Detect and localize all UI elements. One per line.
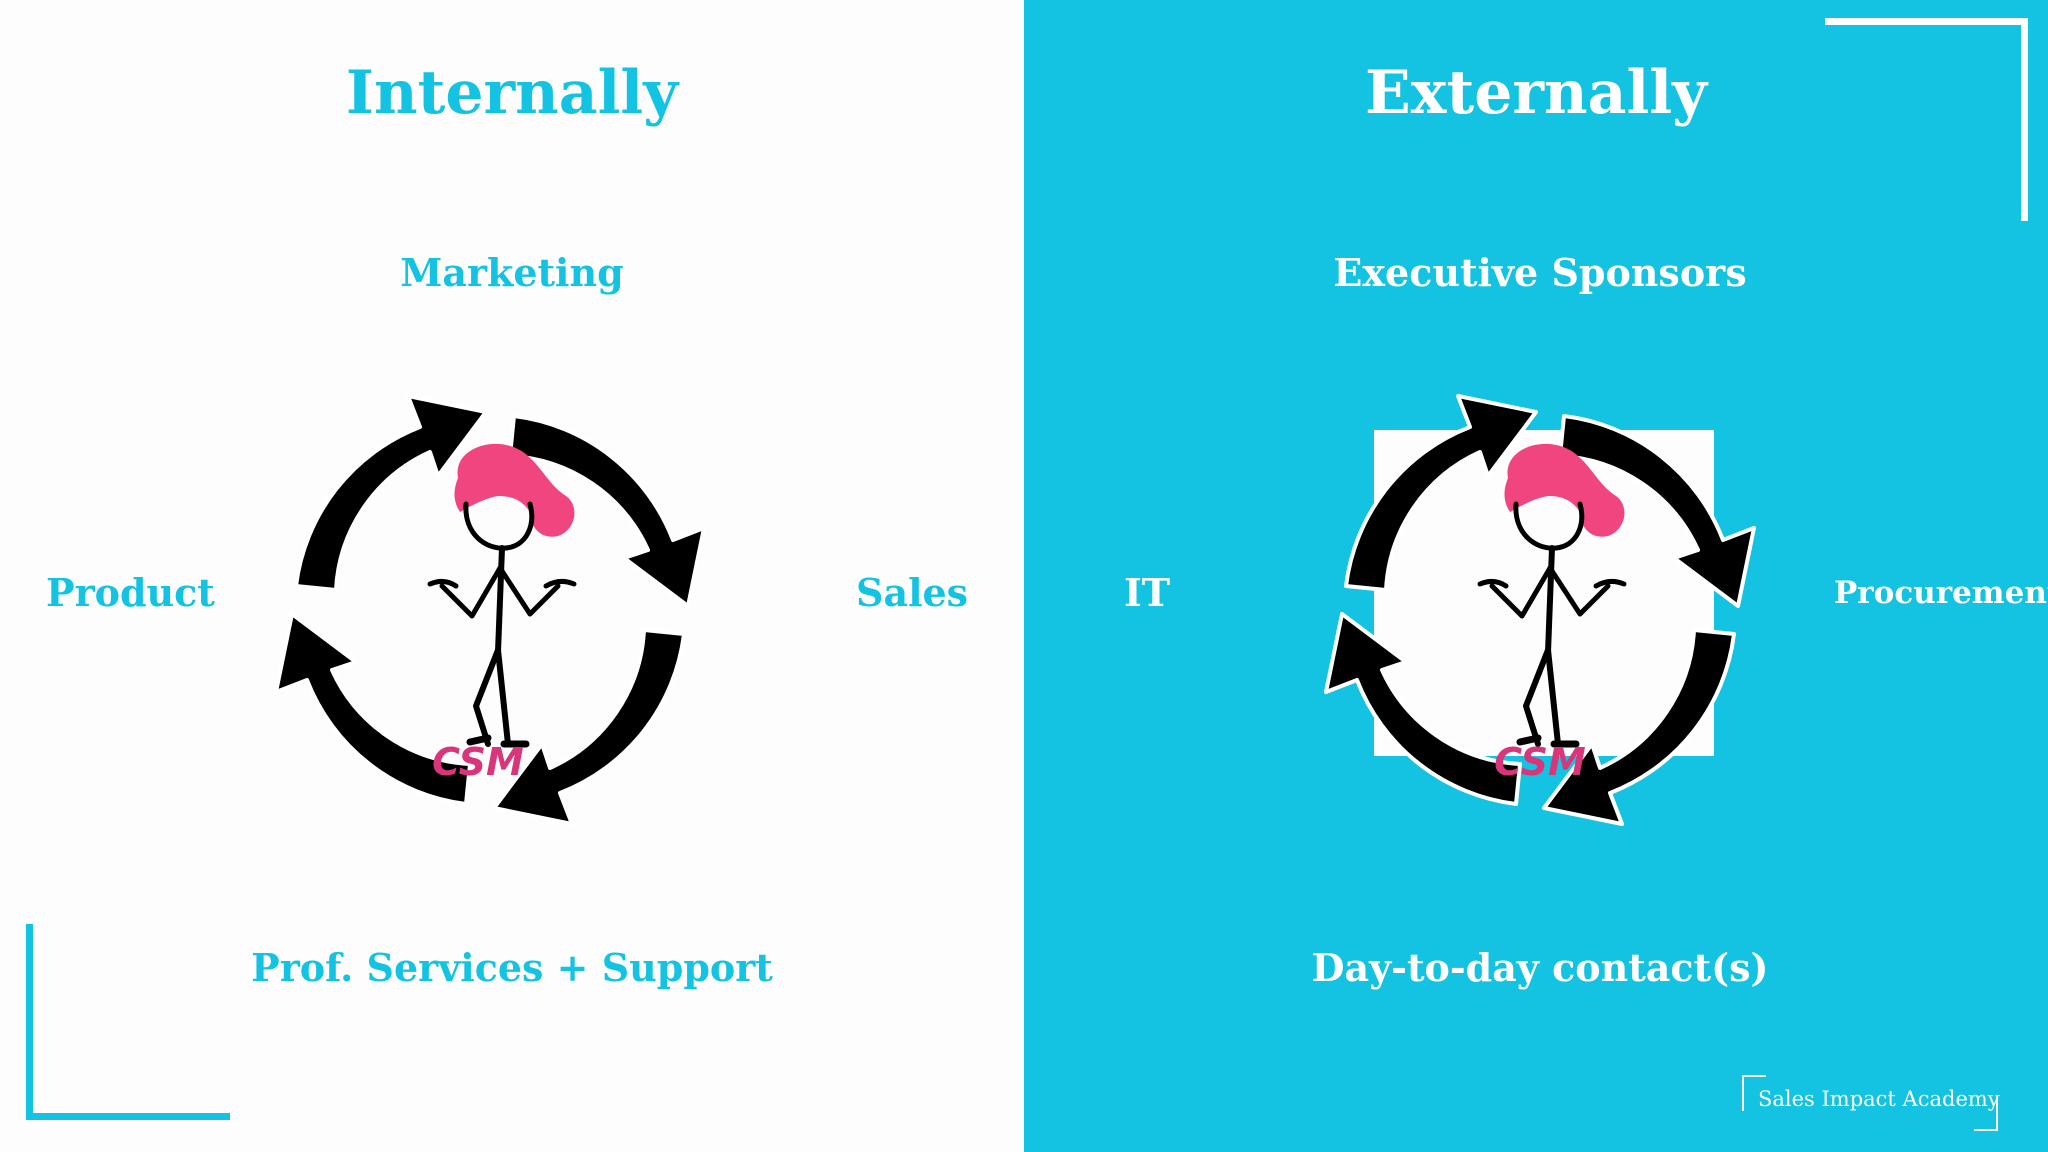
it-label: IT bbox=[1124, 570, 1171, 615]
stick-figure-icon bbox=[390, 438, 620, 748]
product-label: Product bbox=[46, 570, 215, 615]
prof-services-support-label: Prof. Services + Support bbox=[251, 945, 773, 990]
internally-heading: Internally bbox=[345, 58, 679, 128]
stick-figure-icon bbox=[1440, 438, 1670, 748]
sales-label: Sales bbox=[856, 570, 969, 615]
logo-corner-icon bbox=[1974, 1095, 1998, 1131]
corner-bracket-icon bbox=[1825, 18, 2028, 221]
day-to-day-contacts-label: Day-to-day contact(s) bbox=[1311, 945, 1769, 990]
procurement-label: Procurement bbox=[1834, 575, 2048, 611]
marketing-label: Marketing bbox=[400, 250, 624, 295]
logo-text: Sales Impact Academy bbox=[1758, 1087, 2000, 1111]
sales-impact-academy-logo: Sales Impact Academy bbox=[1742, 1075, 2000, 1131]
external-panel: Externally Executive Sponsors IT Procure… bbox=[1024, 0, 2048, 1152]
csm-label: CSM bbox=[1494, 740, 1586, 784]
externally-heading: Externally bbox=[1365, 58, 1707, 128]
executive-sponsors-label: Executive Sponsors bbox=[1333, 250, 1747, 295]
corner-bracket-icon bbox=[26, 924, 230, 1120]
csm-label: CSM bbox=[432, 740, 524, 784]
internal-panel: Internally Marketing Product Sales Prof.… bbox=[26, 58, 969, 1120]
logo-corner-icon bbox=[1742, 1075, 1766, 1111]
